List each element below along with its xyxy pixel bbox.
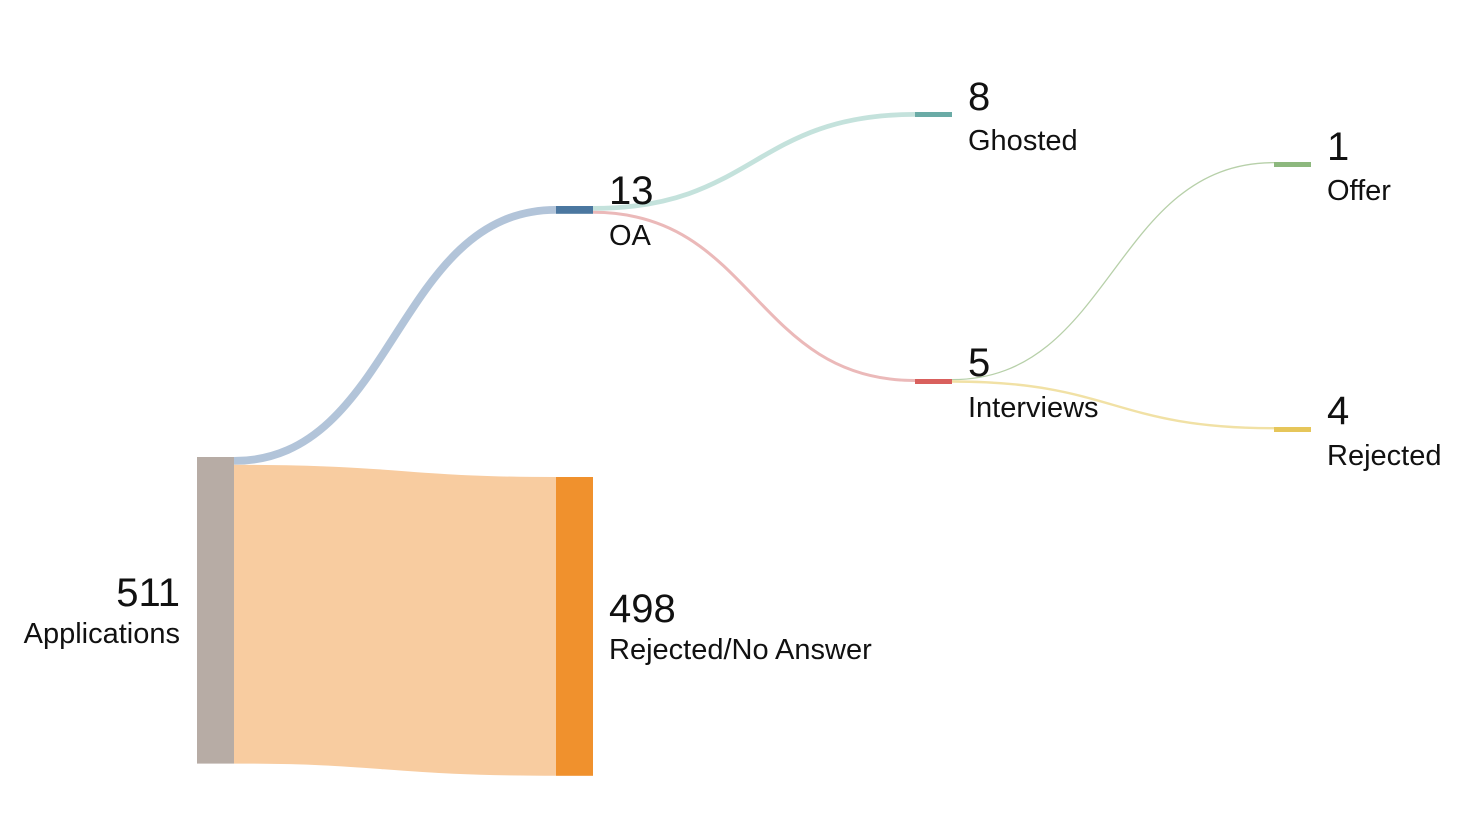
node-interviews-label: Interviews xyxy=(968,392,1099,424)
node-oa-label: OA xyxy=(609,220,652,252)
node-interviews xyxy=(915,379,952,384)
node-applications-label: Applications xyxy=(24,618,180,650)
node-rejected_no_answer-label: Rejected/No Answer xyxy=(609,634,872,666)
node-rejected_no_answer xyxy=(556,477,593,776)
node-ghosted-value: 8 xyxy=(968,75,990,119)
node-applications xyxy=(197,457,234,764)
node-interviews-value: 5 xyxy=(968,341,990,385)
node-ghosted xyxy=(915,112,952,117)
node-offer-value: 1 xyxy=(1327,125,1349,169)
nodes-layer xyxy=(197,112,1311,776)
node-oa xyxy=(556,206,593,214)
node-offer xyxy=(1274,162,1311,167)
node-rejected xyxy=(1274,427,1311,432)
link-interviews-to-rejected xyxy=(951,380,1275,430)
link-interviews-to-offer xyxy=(951,162,1275,381)
node-oa-value: 13 xyxy=(609,169,654,213)
link-oa-to-interviews xyxy=(592,210,916,382)
node-rejected-value: 4 xyxy=(1327,389,1349,433)
node-ghosted-label: Ghosted xyxy=(968,125,1078,157)
node-offer-label: Offer xyxy=(1327,175,1391,207)
link-oa-to-ghosted xyxy=(592,112,916,211)
link-applications-to-rejected_no_answer xyxy=(233,464,557,776)
node-applications-value: 511 xyxy=(116,571,180,615)
links-layer xyxy=(233,112,1275,776)
node-rejected-label: Rejected xyxy=(1327,440,1441,472)
node-rejected_no_answer-value: 498 xyxy=(609,587,676,631)
link-applications-to-oa xyxy=(233,206,557,465)
